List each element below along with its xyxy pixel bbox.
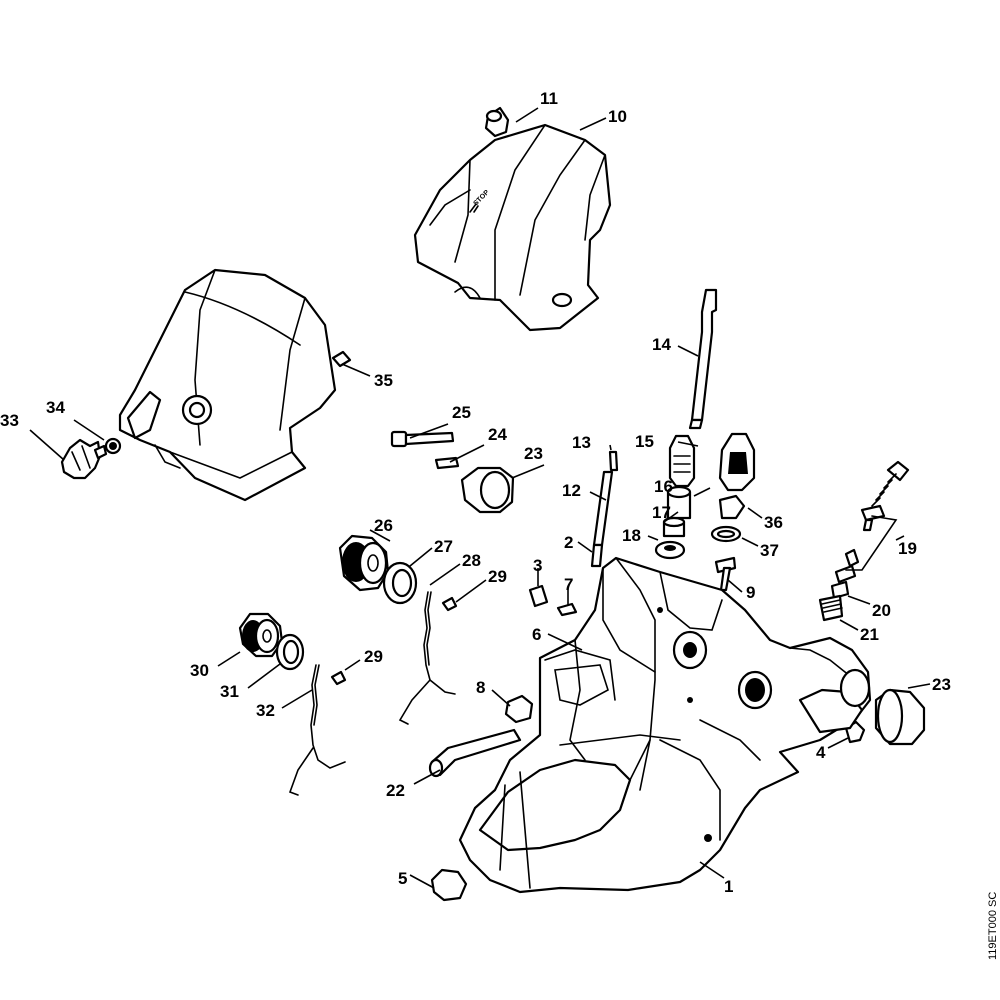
callout-8: 8 (476, 678, 485, 697)
washer-part-36 (718, 494, 746, 520)
clip-part-35 (331, 350, 352, 368)
ring-part-37 (710, 525, 742, 543)
callout-16: 16 (654, 477, 673, 496)
nipple-part-2 (590, 543, 604, 568)
chain-part-28 (398, 591, 456, 725)
callout-21: 21 (860, 625, 879, 644)
callout-29-upper: 29 (488, 567, 507, 586)
callout-labels: 1 2 3 4 5 6 7 8 9 10 11 12 13 14 15 16 1… (0, 89, 951, 896)
callout-6: 6 (532, 625, 541, 644)
callout-29-lower: 29 (364, 647, 383, 666)
filter-cover (118, 268, 337, 502)
screw-part-9 (714, 556, 737, 592)
callout-23-upper: 23 (524, 444, 543, 463)
callout-37: 37 (760, 541, 779, 560)
callout-9: 9 (746, 583, 755, 602)
spring-part-34 (104, 437, 122, 455)
filter-part-15b (718, 432, 756, 492)
screw-part-29-upper (441, 596, 458, 612)
washer-part-27 (382, 561, 418, 605)
cover-part-10: STOP (413, 123, 612, 332)
spring-part-20 (830, 580, 850, 600)
sprocket-part-30 (238, 612, 284, 658)
callout-28: 28 (462, 551, 481, 570)
housing-part-1 (458, 556, 872, 894)
callout-1: 1 (724, 877, 733, 896)
cap-part-23-upper (460, 466, 515, 514)
callout-33: 33 (0, 411, 19, 430)
callout-30: 30 (190, 661, 209, 680)
callout-20: 20 (872, 601, 891, 620)
screw-part-29-lower (330, 670, 347, 686)
callout-34: 34 (46, 398, 65, 417)
drawing-id: 119ET000 SC (987, 892, 999, 960)
callout-32: 32 (256, 701, 275, 720)
callout-22: 22 (386, 781, 405, 800)
fitting-part-3 (528, 584, 549, 608)
knob-part-33 (60, 438, 108, 480)
callout-17: 17 (652, 503, 671, 522)
callout-13: 13 (572, 433, 591, 452)
hose-part-14 (688, 288, 718, 430)
pin-part-13 (608, 450, 619, 472)
callout-26: 26 (374, 516, 393, 535)
callout-10: 10 (608, 107, 627, 126)
leader-lines (29, 107, 931, 889)
valve-part-19 (834, 460, 910, 584)
washer-part-31 (275, 633, 305, 671)
callout-27: 27 (434, 537, 453, 556)
callout-23-right: 23 (932, 675, 951, 694)
tube-part-12 (592, 470, 614, 547)
callout-3: 3 (533, 556, 542, 575)
callout-12: 12 (562, 481, 581, 500)
cap-part-23-right (874, 688, 926, 746)
callout-19: 19 (898, 539, 917, 558)
callout-5: 5 (398, 869, 407, 888)
sprocket-part-26 (338, 534, 390, 592)
callout-7: 7 (564, 575, 573, 594)
plug-part-5 (430, 868, 468, 902)
callout-14: 14 (652, 335, 671, 354)
grommet-part-18 (654, 540, 686, 560)
filter-part-15 (668, 434, 696, 488)
plug-part-11 (484, 106, 510, 138)
callout-35: 35 (374, 371, 393, 390)
sleeve-part-16 (666, 485, 692, 520)
callout-31: 31 (220, 682, 239, 701)
block-part-8 (504, 694, 534, 724)
callout-36: 36 (764, 513, 783, 532)
pin-part-22 (428, 728, 522, 778)
callout-2: 2 (564, 533, 573, 552)
callout-4: 4 (816, 743, 826, 762)
callout-11: 11 (540, 89, 558, 108)
callout-25: 25 (452, 403, 471, 422)
clip-part-7 (556, 602, 578, 617)
callout-24: 24 (488, 425, 507, 444)
callout-18: 18 (622, 526, 641, 545)
callout-15: 15 (635, 432, 654, 451)
chain-part-32 (288, 664, 346, 796)
nipple-part-21 (818, 594, 844, 622)
